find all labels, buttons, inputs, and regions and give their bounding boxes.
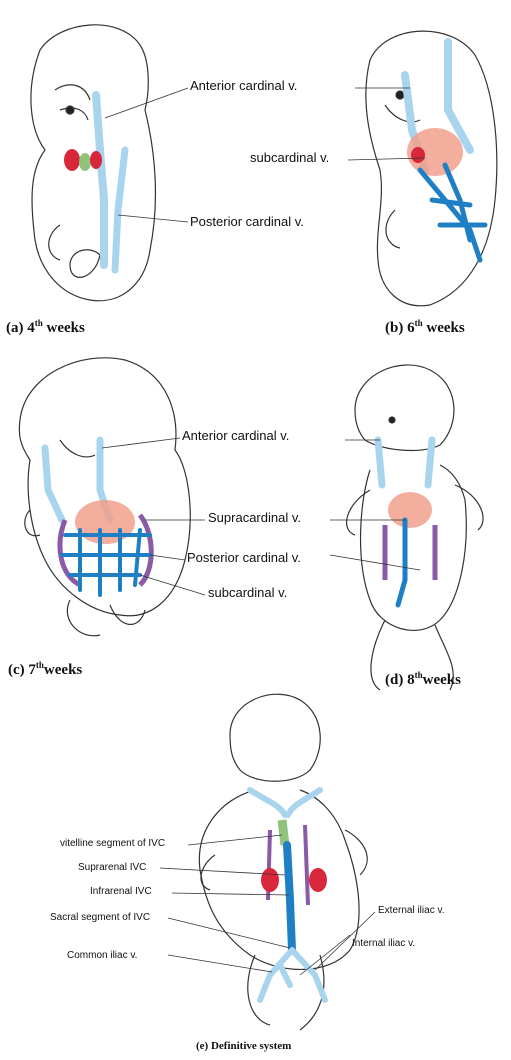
- label-external-iliac: External iliac v.: [378, 905, 445, 916]
- panel-e-kidney-left: [261, 868, 279, 892]
- label-posterior-cardinal-c: Posterior cardinal v.: [187, 550, 301, 565]
- label-sacral-segment: Sacral segment of IVC: [50, 912, 150, 923]
- caption-d-prefix: (d) 8: [385, 672, 415, 688]
- panel-a-limb: [49, 225, 60, 260]
- panel-c-liver: [75, 500, 135, 544]
- panel-e-vitelline-segment: [282, 820, 285, 845]
- panel-d-anterior-cardinal-left: [378, 440, 382, 485]
- panel-c-leader-subcardinal: [140, 575, 205, 595]
- panel-b-eye: [396, 91, 404, 99]
- label-internal-iliac: Internal iliac v.: [352, 938, 415, 949]
- caption-a-sup: th: [35, 318, 43, 328]
- label-anterior-cardinal-a: Anterior cardinal v.: [190, 78, 297, 93]
- panel-d-veins: [378, 440, 435, 605]
- panel-c-face: [60, 440, 95, 457]
- panel-d-body-outline: [361, 465, 467, 630]
- panel-c-anterior-cardinal-left: [45, 448, 62, 520]
- panel-a-gonad: [79, 153, 91, 171]
- panel-e-arm-left: [201, 855, 215, 890]
- panel-a-head-lines: [55, 85, 90, 120]
- panel-e-baby: [199, 694, 367, 1030]
- panel-a-kidney-left: [64, 149, 80, 171]
- panel-e-head: [230, 694, 320, 781]
- caption-c-sup: th: [36, 660, 44, 670]
- label-supracardinal-c: Supracardinal v.: [208, 510, 301, 525]
- panel-a-eye: [66, 106, 74, 114]
- panel-e-arm-right: [345, 830, 367, 875]
- label-suprarenal-ivc: Suprarenal IVC: [78, 862, 146, 873]
- caption-panel-e: (e) Definitive system: [196, 1040, 291, 1052]
- panel-a-kidney-right: [90, 151, 102, 169]
- caption-panel-b: (b) 6th weeks: [385, 318, 465, 337]
- caption-c-prefix: (c) 7: [8, 662, 36, 678]
- panel-a-veins: [64, 95, 125, 270]
- panel-e-kidney-right: [309, 868, 327, 892]
- caption-d-sup: th: [415, 670, 423, 680]
- label-vitelline-segment: vitelline segment of IVC: [60, 838, 165, 849]
- panel-b-head-lines: [385, 105, 420, 122]
- panel-d-supracardinal: [385, 525, 435, 580]
- panel-d-liver: [388, 492, 432, 528]
- panel-e-leader-internal-iliac: [300, 935, 350, 975]
- panel-d-anterior-cardinal-right: [428, 440, 432, 485]
- panel-b-veins: [405, 42, 485, 260]
- caption-b-suffix: weeks: [423, 320, 465, 336]
- caption-panel-a: (a) 4th weeks: [6, 318, 85, 337]
- panel-b-kidney: [411, 147, 425, 163]
- panel-e-iliac-veins: [260, 950, 325, 1000]
- panel-d-ivc: [398, 520, 405, 605]
- caption-b-sup: th: [415, 318, 423, 328]
- caption-b-prefix: (b) 6: [385, 320, 415, 336]
- panel-c-leader-anterior: [102, 438, 180, 448]
- panel-e-leader-sacral: [168, 918, 290, 948]
- panel-c-veins: [45, 440, 151, 595]
- caption-panel-d: (d) 8thweeks: [385, 670, 461, 689]
- panel-e-svc-branches: [250, 790, 320, 815]
- label-anterior-cardinal-c: Anterior cardinal v.: [182, 428, 289, 443]
- caption-d-suffix: weeks: [423, 672, 461, 688]
- caption-panel-c: (c) 7thweeks: [8, 660, 82, 679]
- panel-e-ivc: [287, 845, 292, 950]
- panel-e-body-outline: [199, 790, 359, 969]
- label-posterior-cardinal-a: Posterior cardinal v.: [190, 214, 304, 229]
- label-common-iliac: Common iliac v.: [67, 950, 137, 961]
- panel-e-leader-common-iliac: [168, 955, 272, 972]
- panel-d-eye: [389, 417, 395, 423]
- panel-a-leader-posterior: [118, 215, 188, 222]
- panel-b-cardinal-network: [420, 165, 485, 260]
- panel-c-leader-posterior: [150, 555, 185, 560]
- panel-b-limb: [386, 210, 400, 248]
- panel-a-anterior-cardinal-vein: [96, 95, 104, 265]
- panel-c-legs: [67, 600, 145, 636]
- panel-a-posterior-cardinal-vein: [115, 150, 125, 270]
- panel-d-head: [355, 365, 454, 450]
- caption-a-suffix: weeks: [43, 320, 85, 336]
- label-subcardinal-b: subcardinal v.: [250, 150, 329, 165]
- label-infrarenal-ivc: Infrarenal IVC: [90, 886, 152, 897]
- panel-a-leader-anterior: [105, 88, 188, 118]
- panel-a-tail: [70, 250, 100, 278]
- label-subcardinal-c: subcardinal v.: [208, 585, 287, 600]
- caption-a-prefix: (a) 4: [6, 320, 35, 336]
- panel-e-leader-infrarenal: [172, 893, 289, 895]
- caption-c-suffix: weeks: [44, 662, 82, 678]
